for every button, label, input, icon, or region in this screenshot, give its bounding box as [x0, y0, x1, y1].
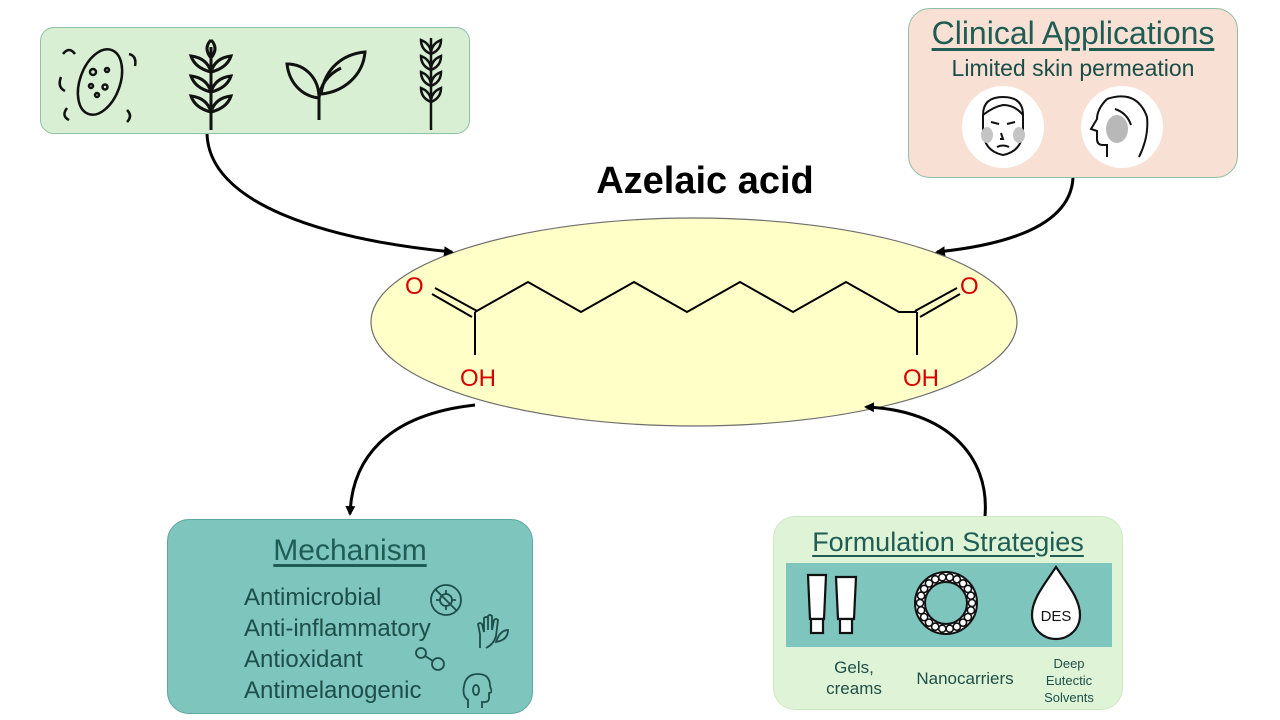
nanocarrier-bead: [930, 574, 940, 584]
clinical-applications-box: Clinical Applications Limited skin perme…: [908, 8, 1238, 178]
head-profile-icon: [462, 673, 492, 708]
arrow-sources-to-molecule: [205, 129, 454, 257]
azelaic-acid-structure: [431, 280, 961, 355]
nanocarrier-icon: [914, 571, 978, 635]
nanocarrier-bead: [958, 618, 968, 627]
main-title: Azelaic acid: [596, 160, 814, 202]
nanocarrier-bead: [930, 622, 940, 632]
nanocarrier-bead: [963, 612, 973, 622]
arrow-molecule-to-mechanism: [345, 403, 476, 516]
formulation-strategies-box: Formulation Strategies DES Gels, creams …: [773, 516, 1123, 710]
nanocarrier-bead: [924, 578, 934, 588]
right-carbonyl-oxygen: O: [960, 273, 979, 300]
bacteria-icon: [58, 48, 137, 123]
right-hydroxyl-group: OH: [903, 365, 939, 392]
clinical-title: Clinical Applications: [931, 15, 1215, 51]
molecule-ellipse: [370, 217, 1018, 427]
arrow-clinical-to-molecule: [935, 177, 1075, 257]
leaves-icon: [285, 50, 367, 120]
nanocarrier-bead: [945, 624, 955, 634]
nanocarrier-bead: [915, 598, 925, 608]
grain-icon: [188, 38, 234, 130]
label-deep-eutectic-solvents: Deep Eutectic Solvents: [1044, 656, 1094, 705]
face-front-icon: [962, 86, 1044, 168]
molecule-icon: [415, 647, 445, 671]
label-gels-creams: Gels, creams: [826, 658, 882, 698]
natural-sources-box: [40, 27, 470, 134]
des-droplet-icon: DES: [1030, 565, 1082, 641]
left-carbonyl-oxygen: O: [405, 273, 424, 300]
formulation-title: Formulation Strategies: [812, 527, 1084, 557]
antimicrobial-icon: [430, 584, 462, 616]
nanocarrier-bead: [952, 574, 962, 584]
tubes-icon: [806, 573, 858, 635]
nanocarrier-bead: [967, 598, 977, 608]
left-hydroxyl-group: OH: [460, 365, 496, 392]
clinical-subtitle: Limited skin permeation: [951, 55, 1195, 81]
wheat-icon: [419, 38, 443, 130]
nanocarrier-bead: [924, 618, 934, 627]
label-nanocarriers: Nanocarriers: [916, 669, 1014, 688]
nanocarrier-bead: [958, 578, 968, 588]
mechanism-box: Mechanism Antimicrobial Anti-inflammator…: [167, 519, 533, 714]
mechanism-item-antimelanogenic: Antimelanogenic: [244, 677, 422, 704]
nanocarrier-bead: [919, 584, 929, 594]
mechanism-item-anti-inflammatory: Anti-inflammatory: [244, 615, 431, 642]
nanocarrier-bead: [937, 624, 947, 634]
nanocarrier-bead: [916, 605, 926, 615]
nanocarrier-bead: [952, 622, 962, 632]
mechanism-item-antioxidant: Antioxidant: [244, 646, 363, 673]
hand-leaf-icon: [477, 614, 509, 649]
nanocarrier-bead: [937, 572, 947, 582]
face-profile-icon: [1081, 86, 1163, 168]
nanocarrier-bead: [945, 572, 955, 582]
mechanism-item-antimicrobial: Antimicrobial: [244, 584, 382, 611]
formulation-icon-strip: DES: [786, 563, 1112, 647]
des-badge: DES: [1041, 608, 1072, 625]
arrow-formulation-to-molecule: [864, 402, 987, 517]
nanocarrier-bead: [966, 591, 976, 601]
mechanism-title: Mechanism: [273, 534, 427, 567]
